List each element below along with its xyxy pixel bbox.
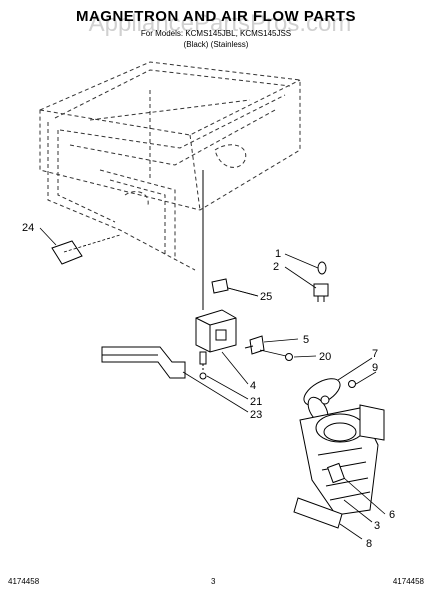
footer-page-number: 3: [211, 577, 216, 586]
part-23-bracket-icon: [101, 346, 186, 379]
page-title: MAGNETRON AND AIR FLOW PARTS: [75, 8, 357, 25]
part-8-strip-icon: [293, 497, 343, 529]
part-6-fuse-icon: [326, 462, 346, 484]
callout-3: 3: [374, 520, 380, 532]
watermark-text: AppliancePartsPros.com: [88, 10, 352, 37]
callout-1: 1: [275, 248, 281, 260]
callout-2: 2: [273, 261, 279, 273]
magnetron-icon: [195, 309, 237, 372]
callout-20: 20: [319, 351, 331, 363]
part-24-plate-icon: [51, 234, 121, 265]
models-line: For Models: KCMS145JBL, KCMS145JSS: [140, 29, 292, 38]
leader-lines: [39, 227, 386, 540]
part-9-screw-icon: [348, 380, 356, 388]
callout-8: 8: [366, 538, 372, 550]
cavity-outline: [39, 61, 301, 271]
callout-5: 5: [303, 334, 309, 346]
callout-24: 24: [22, 222, 34, 234]
footer-part-number-left: 4174458: [8, 577, 40, 586]
colors-line: (Black) (Stainless): [183, 40, 249, 49]
part-5-switch-icon: [244, 335, 265, 355]
callout-7: 7: [372, 348, 378, 360]
callout-21: 21: [250, 396, 262, 408]
part-20-screw-icon: [259, 349, 293, 361]
callout-4: 4: [250, 380, 256, 392]
part-21-screw-icon: [199, 372, 207, 380]
part-25-block-icon: [211, 278, 259, 297]
footer-part-number-right: 4174458: [392, 577, 424, 586]
callout-23: 23: [250, 409, 262, 421]
callout-6: 6: [389, 509, 395, 521]
callout-25: 25: [260, 291, 272, 303]
callout-9: 9: [372, 362, 378, 374]
part-1-bulb-icon: [317, 261, 327, 275]
fan-motor-duct-icon: [299, 404, 385, 516]
part-2-socket-icon: [313, 283, 329, 302]
